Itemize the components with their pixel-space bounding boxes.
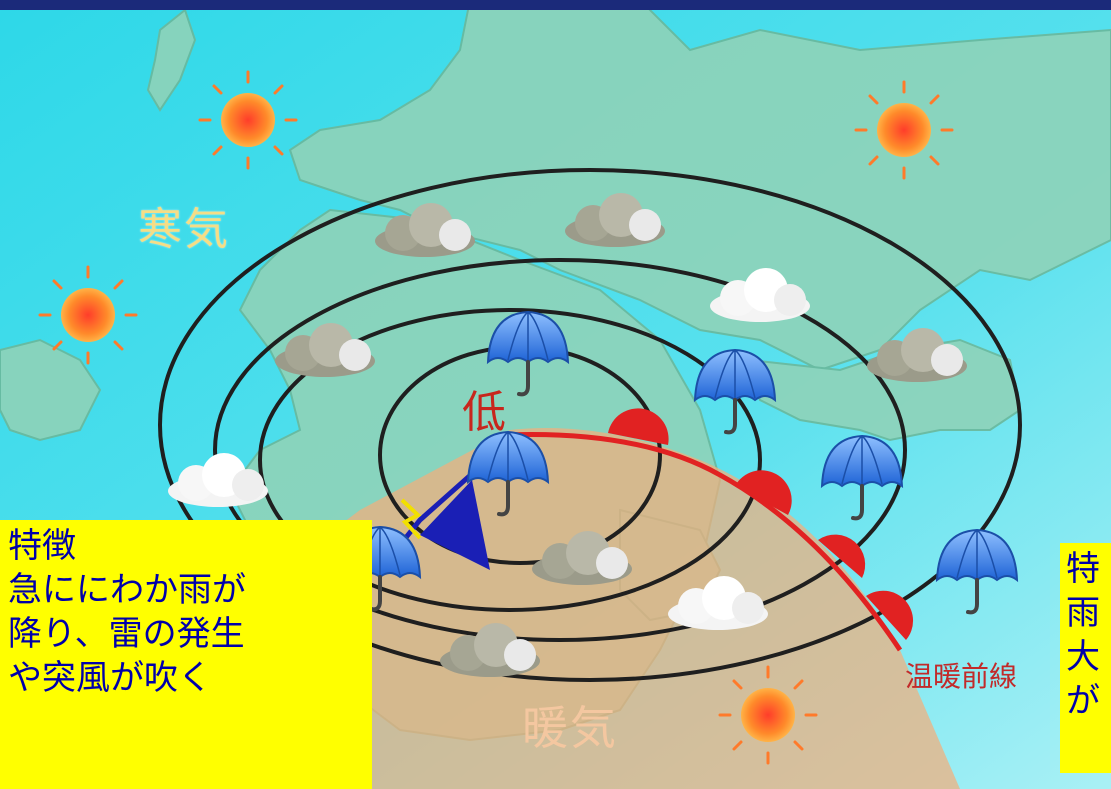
feature-note-left: 特徴 急ににわか雨が 降り、雷の発生 や突風が吹く <box>0 520 372 789</box>
feature-note-right: 特 雨 大 が <box>1060 543 1111 773</box>
warm-front-label: 温暖前線 <box>905 660 1018 693</box>
note-line: 降り、雷の発生 <box>8 614 245 654</box>
note-line: 急ににわか雨が <box>8 570 246 610</box>
isobar-second <box>213 258 907 642</box>
note-line: や突風が吹く <box>8 658 212 698</box>
low-pressure-label: 低 <box>462 387 506 438</box>
cold-front-triangle <box>420 480 490 570</box>
warm-air-label: 暖気 <box>522 701 618 755</box>
note-title: 特徴 <box>8 526 76 566</box>
cold-air-label: 寒気 <box>138 204 230 255</box>
note-title: 特 <box>1066 549 1100 589</box>
top-bar <box>0 0 1111 10</box>
note-line: 雨 <box>1066 593 1100 633</box>
isobar-outer <box>158 168 1022 682</box>
note-line: 大 <box>1066 637 1100 677</box>
warm-front <box>504 408 914 652</box>
lightning-icon <box>400 498 422 540</box>
note-line: が <box>1066 681 1100 721</box>
isobar-third <box>258 308 762 612</box>
